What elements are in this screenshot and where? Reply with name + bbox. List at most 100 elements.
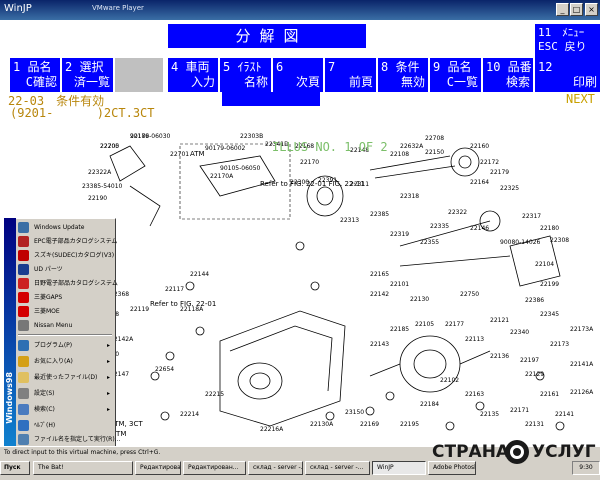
- start-menu-item[interactable]: スズキ(SUDEC)カタログ(V3): [18, 248, 114, 263]
- drive-shaft-shape: [369, 155, 456, 179]
- start-menu-item[interactable]: プログラム(P)▸: [18, 338, 114, 353]
- fkey-label-top: 5 ｲﾗｽﾄ: [223, 60, 262, 74]
- start-menu-item-label: UD パーツ: [34, 266, 63, 273]
- part-number-label: 22355: [420, 239, 439, 246]
- start-menu-item[interactable]: 最近使ったファイル(D)▸: [18, 370, 114, 385]
- start-menu-item[interactable]: ﾍﾙﾌﾟ(H): [18, 418, 114, 433]
- submenu-arrow-icon: ▸: [106, 358, 110, 365]
- fkey-5-button[interactable]: 5 ｲﾗｽﾄ名称: [220, 58, 271, 92]
- part-number-label: 22313: [340, 217, 359, 224]
- part-number-label: 22308: [550, 237, 569, 244]
- maximize-button[interactable]: □: [570, 3, 583, 16]
- start-menu-item[interactable]: お気に入り(A)▸: [18, 354, 114, 369]
- settings-icon: [18, 388, 29, 399]
- part-number-label: 22180: [540, 225, 559, 232]
- selected-fkey-indicator: [222, 92, 320, 106]
- documents-icon: [18, 372, 29, 383]
- part-number-label: 22105: [415, 321, 434, 328]
- taskbar-button[interactable]: склад - server -...: [248, 461, 303, 475]
- start-menu-item[interactable]: Nissan Menu: [18, 318, 114, 333]
- part-number-label: 22113: [465, 336, 484, 343]
- model-status-line: (9201- )2CT.3CT: [0, 106, 400, 120]
- taskbar-button[interactable]: Редактирован...: [135, 461, 181, 475]
- roller-shape: [479, 210, 501, 232]
- watermark-text-2: УСЛУГ: [532, 442, 596, 462]
- part-number-label: 22317: [522, 213, 541, 220]
- condition-status-line: 22-03 条件有効 NEXT: [0, 92, 600, 108]
- start-menu-item-label: プログラム(P): [34, 342, 73, 349]
- start-menu-item-label: EPC電子部品カタログシステム: [34, 238, 118, 245]
- nissan-logo-icon: [18, 320, 29, 331]
- minimize-button[interactable]: _: [556, 3, 569, 16]
- toyota-logo-icon: [18, 236, 29, 247]
- part-number-label: 22199: [540, 281, 559, 288]
- taskbar-button[interactable]: The Bat!: [33, 461, 133, 475]
- next-indicator[interactable]: NEXT: [566, 92, 595, 106]
- fkey-6-button[interactable]: 6 次頁: [273, 58, 323, 92]
- small-part-11-shape: [325, 411, 335, 421]
- close-button[interactable]: ×: [585, 3, 598, 16]
- start-menu-item-label: 日野電子部品カタログシステム: [34, 280, 118, 287]
- submenu-arrow-icon: ▸: [106, 390, 110, 397]
- illustration-number: ILLUS NO. 1 OF 2: [272, 140, 388, 154]
- start-menu-item[interactable]: 日野電子部品カタログシステム: [18, 276, 118, 291]
- fkey-8-button[interactable]: 8 条件無効: [378, 58, 428, 92]
- start-menu-item[interactable]: ファイル名を指定して実行(R)...: [18, 432, 120, 447]
- part-number-label: 22318: [400, 193, 419, 200]
- part-number-label: 22705: [100, 143, 119, 150]
- part-number-label: 22190: [88, 195, 107, 202]
- small-part-2-shape: [185, 281, 195, 291]
- diagram-callout-label: ATM, 3CT: [110, 420, 143, 428]
- fkey-label-top: 10 品番: [486, 60, 532, 74]
- part-number-label: 23385-54010: [82, 183, 123, 190]
- start-menu-band: Windows98: [4, 218, 16, 450]
- part-number-label: 22146: [470, 225, 489, 232]
- part-number-label: 22130A: [310, 421, 334, 428]
- part-number-label: 22101: [390, 281, 409, 288]
- diagram-callout-label: MTM: [110, 430, 126, 438]
- start-menu-item[interactable]: 設定(S)▸: [18, 386, 114, 401]
- fkey-12-button[interactable]: 12 印刷: [535, 58, 600, 92]
- start-menu-item[interactable]: UD パーツ: [18, 262, 114, 277]
- start-menu-item[interactable]: 検索(C)▸: [18, 402, 114, 417]
- part-number-label: 22119: [130, 306, 149, 313]
- part-number-label: 90105-06050: [220, 165, 261, 172]
- start-menu-item-label: ﾍﾙﾌﾟ(H): [34, 422, 56, 429]
- part-number-label: 22170: [300, 159, 319, 166]
- submenu-arrow-icon: ▸: [106, 374, 110, 381]
- windows-update-icon: [18, 222, 29, 233]
- start-button[interactable]: Пуск: [0, 461, 30, 475]
- governor-weight-shape: [306, 175, 344, 217]
- part-number-label: 22200: [100, 143, 119, 150]
- part-number-label: 22215: [205, 391, 224, 398]
- fkey-2-button[interactable]: 2 選択済一覧: [62, 58, 113, 92]
- part-number-label: 22214: [180, 411, 199, 418]
- taskbar-button[interactable]: склад - server -...: [305, 461, 370, 475]
- menu-escape-button[interactable]: 11 ﾒﾆｭｰ ESC 戻り: [535, 24, 600, 58]
- watermark-logo: СТРАНА УСЛУГ: [428, 436, 598, 470]
- start-menu-item-label: 検索(C): [34, 406, 55, 413]
- start-menu-item[interactable]: 三菱GAPS: [18, 290, 114, 305]
- small-part-0-shape: [295, 241, 305, 251]
- part-number-label: 22141: [555, 411, 574, 418]
- fkey-4-button[interactable]: 4 車両入力: [168, 58, 218, 92]
- taskbar-button[interactable]: Adobe Photoshop: [428, 461, 476, 475]
- model-range-text: (9201- )2CT.3CT: [10, 106, 155, 120]
- part-number-label: 22179: [490, 169, 509, 176]
- taskbar-button[interactable]: Редактирован...: [183, 461, 246, 475]
- fkey-label-top: 1 品名: [13, 60, 52, 74]
- start-menu-item[interactable]: 三菱MOE: [18, 304, 114, 319]
- small-part-12-shape: [445, 421, 455, 431]
- taskbar-button[interactable]: WinJP: [372, 461, 426, 475]
- start-menu-item[interactable]: Windows Update: [18, 220, 114, 235]
- suzuki-logo-icon: [18, 250, 29, 261]
- part-number-label: 22135: [480, 411, 499, 418]
- fkey-7-button[interactable]: 7 前頁: [325, 58, 376, 92]
- start-menu-item[interactable]: EPC電子部品カタログシステム: [18, 234, 118, 249]
- fkey-10-button[interactable]: 10 品番検索: [483, 58, 533, 92]
- part-number-label: 22126A: [570, 389, 594, 396]
- part-number-label: 22131: [525, 421, 544, 428]
